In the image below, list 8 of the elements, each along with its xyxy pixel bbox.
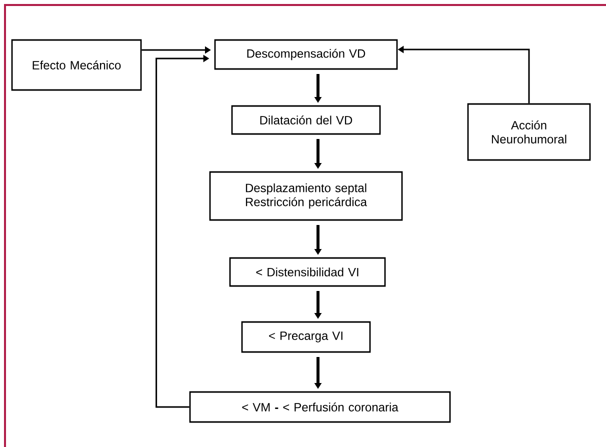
process-box: < Distensibilidad VI [229, 257, 386, 287]
process-box: Desplazamiento septal Restricción pericárdica [209, 171, 403, 221]
process-box: < Precarga VI [241, 321, 371, 353]
process-box: Acción Neurohumoral [467, 103, 591, 161]
process-box: Efecto Mecánico [11, 39, 142, 91]
process-box: Descompensación VD [214, 39, 398, 70]
process-box: Dilatación del VD [231, 105, 381, 135]
process-box: < VM - < Perfusión coronaria [189, 391, 451, 423]
